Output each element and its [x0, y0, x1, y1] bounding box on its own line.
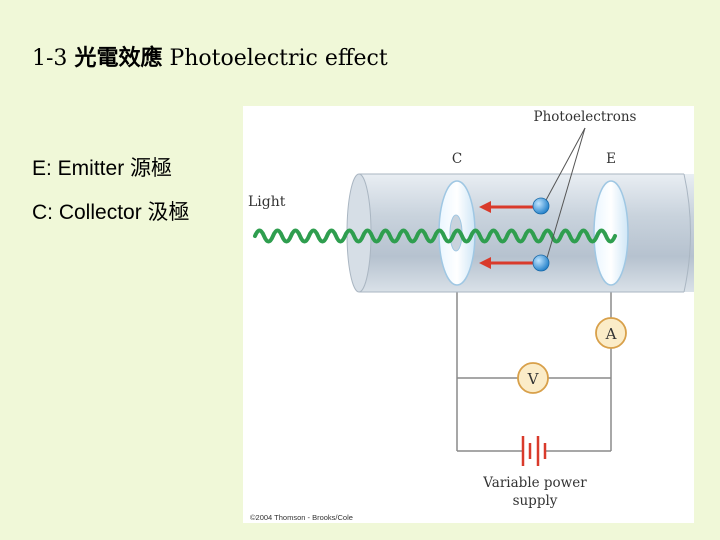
ammeter-circle: A — [595, 317, 627, 349]
collector-label: C — [452, 151, 462, 167]
title-cjk: 光電效應 — [74, 46, 163, 71]
voltmeter-circle: V — [517, 362, 549, 394]
photoelectric-diagram: A V Photoelectrons C E Light Variable po… — [248, 109, 694, 522]
battery-symbol — [521, 436, 547, 466]
definition-emitter: E: Emitter 源極 — [32, 157, 173, 180]
light-label: Light — [248, 194, 286, 210]
photoelectric-figure: A V Photoelectrons C E Light Variable po… — [243, 106, 694, 523]
light-wave — [253, 228, 617, 244]
emitter-plate — [593, 180, 629, 286]
slide-title: 1-3 光電效應 Photoelectric effect — [32, 40, 388, 72]
definition-collector: C: Collector 汲極 — [32, 201, 190, 224]
ammeter-label: A — [605, 325, 617, 343]
emitter-label: E — [606, 151, 616, 167]
power-supply-label-line1: Variable power — [482, 475, 587, 491]
power-supply-label-line2: supply — [513, 493, 558, 509]
left-arrow — [479, 201, 533, 213]
left-arrow — [479, 257, 533, 269]
photoelectrons-label: Photoelectrons — [534, 109, 637, 125]
title-number: 1-3 — [32, 46, 68, 71]
voltmeter-label: V — [527, 370, 540, 388]
collector-plate — [438, 180, 476, 286]
photoelectron-pointers — [544, 127, 586, 259]
title-en: Photoelectric effect — [169, 46, 388, 71]
copyright-notice: ©2004 Thomson - Brooks/Cole — [250, 513, 353, 522]
circuit-wires — [456, 284, 612, 452]
electron-dot — [532, 254, 550, 272]
electron-dot — [532, 197, 550, 215]
